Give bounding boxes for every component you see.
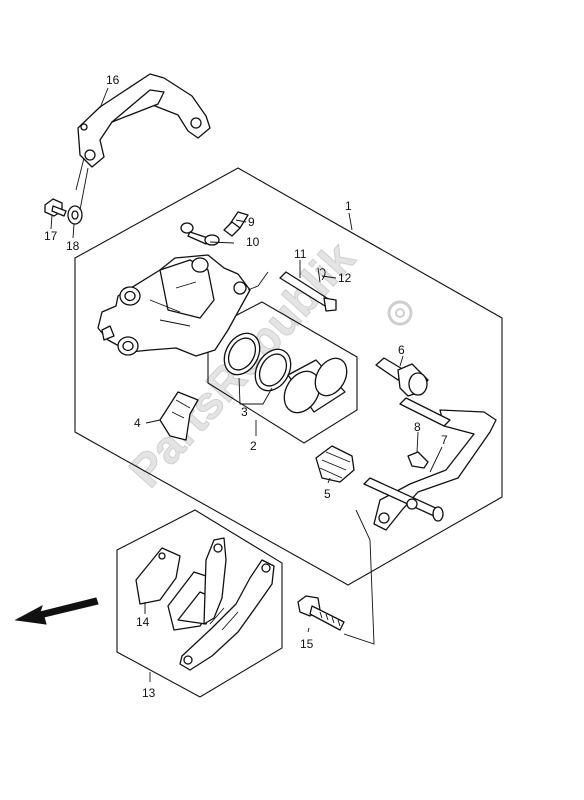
callout-5: 5 (324, 487, 331, 501)
pad-shims (179, 537, 275, 671)
callout-18: 18 (66, 239, 80, 253)
callout-17: 17 (44, 229, 58, 243)
part-18-washer (67, 205, 83, 225)
callout-8: 8 (414, 420, 421, 434)
part-11-pin (247, 271, 337, 312)
callout-7: 7 (441, 433, 448, 447)
piston-seal-frame (207, 301, 358, 444)
part-9-bleeder (223, 211, 249, 237)
caliper-body (97, 254, 251, 357)
callout-11: 11 (294, 247, 307, 261)
part-5-boot (315, 445, 355, 483)
gear-icon (387, 300, 413, 326)
callout-1: 1 (345, 199, 352, 213)
callout-12: 12 (338, 271, 352, 285)
part-16-bracket (77, 73, 211, 168)
part-7-bracket (363, 397, 497, 531)
pad-set-frame (116, 509, 283, 698)
callout-13: 13 (142, 686, 156, 700)
callout-2: 2 (250, 439, 257, 453)
part-8-clip (407, 451, 429, 469)
caliper-assembly-frame (74, 167, 503, 586)
callout-9: 9 (248, 215, 255, 229)
part-3-seals (223, 332, 292, 392)
callout-14: 14 (136, 615, 150, 629)
callout-3: 3 (241, 405, 248, 419)
callout-15: 15 (300, 637, 314, 651)
part-12-clip (317, 267, 326, 283)
leader-lines (50, 87, 443, 682)
piston (283, 357, 348, 414)
part-15-bolt (297, 595, 345, 631)
part-17-bolt (44, 198, 67, 217)
callout-6: 6 (398, 343, 405, 357)
part-4-spring (159, 391, 199, 441)
callout-16: 16 (106, 73, 120, 87)
callout-4: 4 (134, 416, 141, 430)
part-6-boot (375, 357, 429, 397)
front-direction-arrow-icon (14, 597, 99, 625)
callout-10: 10 (246, 235, 260, 249)
callouts: 16 17 18 1 9 10 11 12 6 3 2 4 8 7 5 14 1… (44, 73, 448, 700)
